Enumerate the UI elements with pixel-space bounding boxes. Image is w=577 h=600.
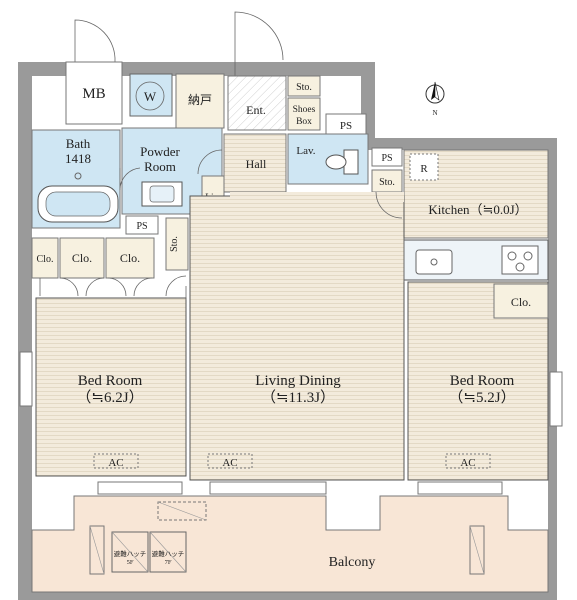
closet-2 — [59, 237, 105, 279]
ac-mid-label: AC — [222, 457, 237, 469]
ps-lav — [371, 147, 403, 167]
balcony-label: Balcony — [329, 555, 376, 570]
ac-right-box — [445, 453, 491, 469]
balcony-partition-right — [469, 525, 485, 575]
refrigerator — [409, 153, 439, 181]
ps-top-label: PS — [340, 120, 352, 132]
compass: N — [425, 81, 445, 117]
window-right — [549, 371, 563, 427]
bedroom-left — [35, 297, 187, 477]
hall-to-living-door — [375, 191, 403, 219]
ac-right-label: AC — [460, 457, 475, 469]
bedroom-right-label-1: Bed Room — [450, 373, 515, 389]
shoes-box-label-2: Box — [296, 117, 312, 127]
powder-door — [197, 149, 223, 175]
mb-room — [65, 61, 123, 125]
entry-door-swings — [74, 11, 284, 76]
ac-mid-box — [207, 453, 253, 469]
escape-hatch-2: 避難ハッチ 7F — [149, 531, 187, 573]
washer-label: W — [144, 89, 157, 104]
closet-doors-left — [39, 277, 153, 297]
shoes-box — [287, 97, 321, 131]
escape-hatch-1-label-a: 避難ハッチ — [114, 549, 147, 558]
closet-1-label: Clo. — [37, 254, 54, 265]
balcony-outdoor-unit — [157, 501, 207, 521]
closet-3-label: Clo. — [120, 251, 140, 265]
ps-left — [125, 215, 159, 235]
shoes-box-label-1: Shoes — [293, 105, 316, 115]
storage-entry — [287, 75, 321, 97]
closet-3 — [105, 237, 155, 279]
balcony — [31, 495, 549, 593]
lavatory-label: Lav. — [296, 145, 315, 157]
bedroom-left-label-2: （≒6.2J） — [76, 389, 143, 406]
escape-hatch-1-label-b: 5F — [127, 559, 134, 566]
hall-label: Hall — [246, 157, 267, 171]
refrigerator-label: R — [420, 163, 428, 175]
balcony-windows — [97, 481, 503, 495]
compass-north-label: N — [432, 109, 437, 117]
storage-hall — [165, 217, 189, 271]
balcony-partition-left — [89, 525, 105, 575]
bath-label-2: 1418 — [65, 151, 91, 166]
storage-entry-label: Sto. — [296, 82, 312, 93]
living-label-2: （≒11.3J） — [261, 389, 335, 406]
bath-drain-icon — [74, 172, 82, 180]
entrance — [227, 75, 287, 131]
escape-hatch-1: 避難ハッチ 5F — [111, 531, 149, 573]
bath-label-1: Bath — [66, 136, 91, 151]
ac-left-box — [93, 453, 139, 469]
bedroom-left-door — [165, 275, 187, 300]
powder-label-1: Powder — [140, 144, 180, 159]
washer-area — [129, 73, 173, 117]
nando-room — [175, 73, 225, 129]
living-label-1: Living Dining — [255, 373, 341, 389]
washer-icon — [135, 81, 165, 111]
toilet-icon — [325, 149, 359, 175]
bathtub-icon — [37, 185, 119, 223]
nando-label: 納戸 — [188, 93, 212, 107]
escape-hatch-2-label-a: 避難ハッチ — [152, 549, 185, 558]
bedroom-left-label-1: Bed Room — [78, 373, 143, 389]
storage-hall-label: Sto. — [169, 236, 180, 252]
entrance-label: Ent. — [246, 103, 266, 117]
mb-label: MB — [82, 86, 105, 102]
ps-left-label: PS — [136, 221, 147, 232]
living-dining — [189, 195, 405, 481]
ps-lav-label: PS — [381, 153, 392, 164]
closet-1 — [31, 237, 59, 279]
ac-left-label: AC — [108, 457, 123, 469]
closet-right-label-overlay: Clo. — [511, 295, 531, 309]
sink-icon — [141, 181, 183, 207]
hall — [223, 133, 287, 193]
kitchen-label: Kitchen（≒0.0J） — [428, 202, 527, 217]
closet-2-label: Clo. — [72, 251, 92, 265]
powder-label-2: Room — [144, 159, 176, 174]
bath-door — [119, 167, 141, 191]
window-left — [19, 351, 33, 407]
bedroom-right-label-2: （≒5.2J） — [448, 389, 515, 406]
kitchen-counter — [403, 239, 549, 281]
escape-hatch-2-label-b: 7F — [165, 559, 172, 566]
storage-kitchen-label: Sto. — [379, 177, 395, 188]
